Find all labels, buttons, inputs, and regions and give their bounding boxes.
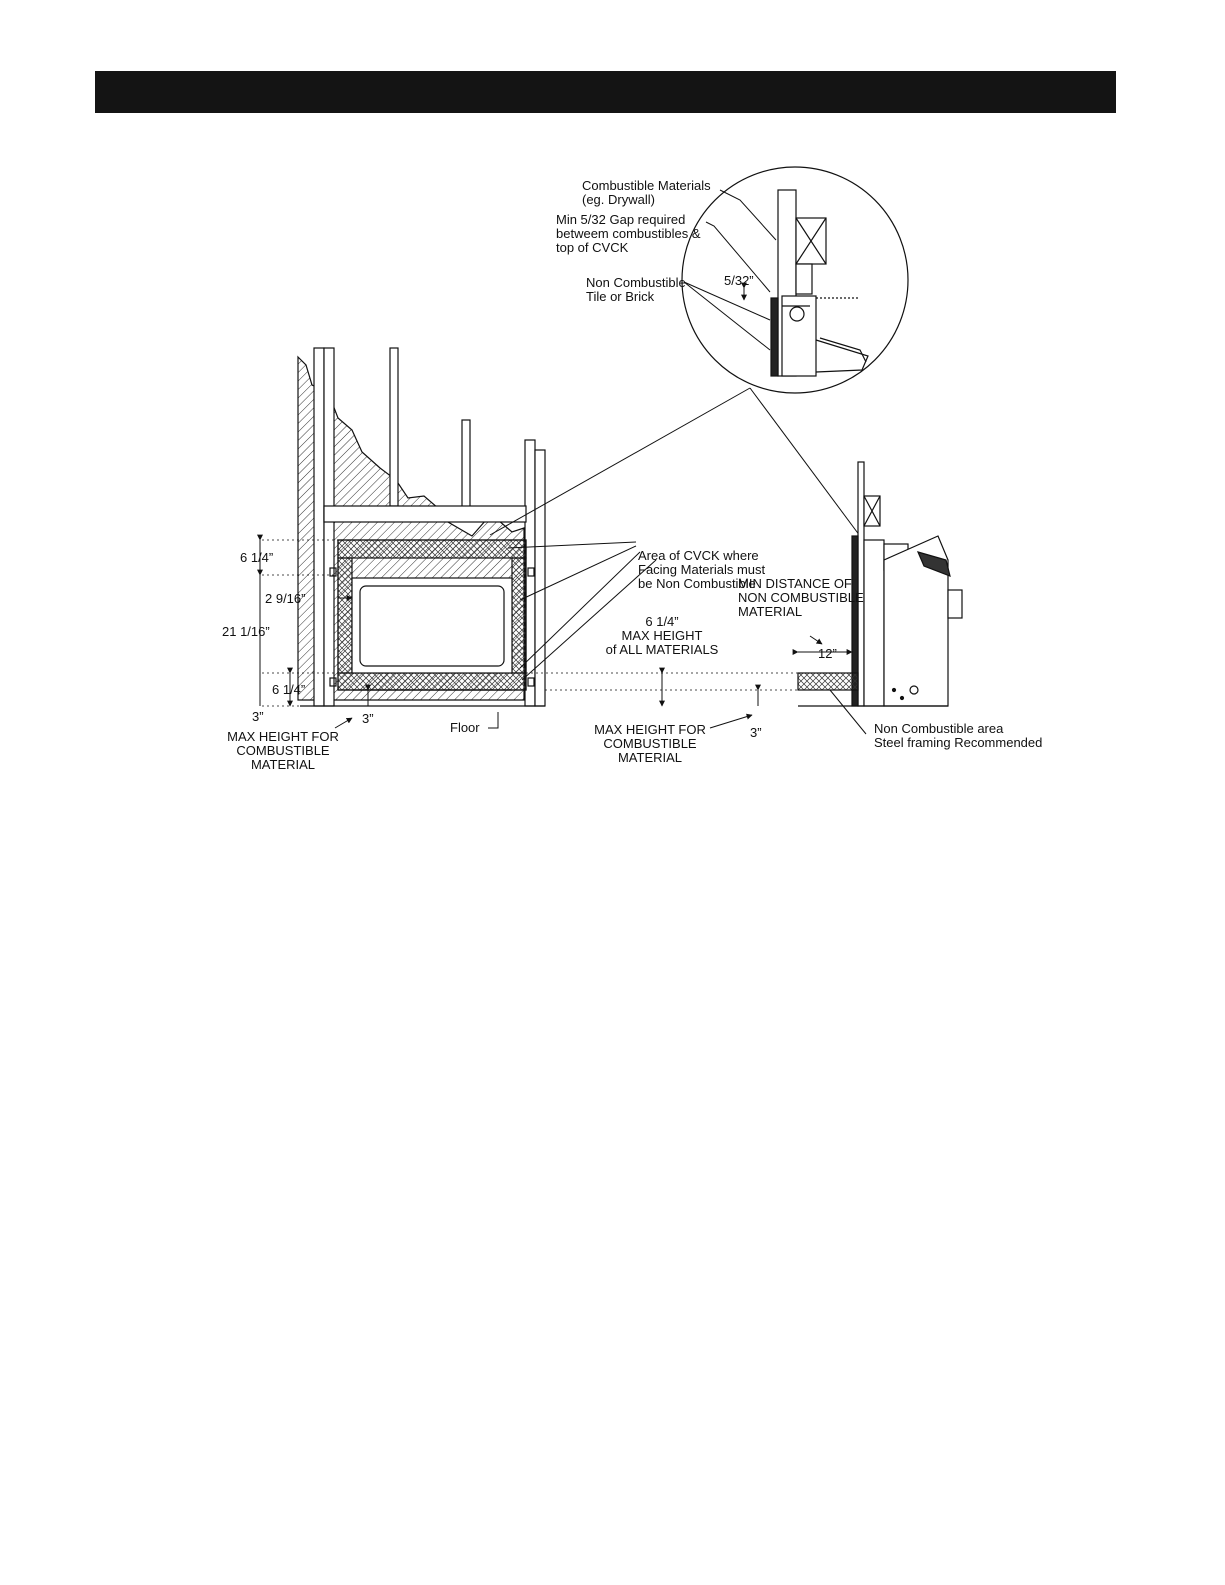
svg-text:MATERIAL: MATERIAL xyxy=(251,757,315,772)
svg-text:MAX HEIGHT FOR: MAX HEIGHT FOR xyxy=(227,729,339,744)
svg-text:Min 5/32 Gap required: Min 5/32 Gap required xyxy=(556,212,685,227)
svg-text:3”: 3” xyxy=(362,711,374,726)
svg-text:(eg. Drywall): (eg. Drywall) xyxy=(582,192,655,207)
svg-text:3”: 3” xyxy=(252,709,264,724)
svg-text:Non Combustible area: Non Combustible area xyxy=(874,721,1004,736)
svg-text:Combustible Materials: Combustible Materials xyxy=(582,178,711,193)
svg-text:Area of CVCK where: Area of CVCK where xyxy=(638,548,759,563)
svg-text:COMBUSTIBLE: COMBUSTIBLE xyxy=(603,736,697,751)
surround-right xyxy=(511,557,527,674)
svg-text:Floor: Floor xyxy=(450,720,480,735)
front-labels: Area of CVCK where Facing Materials must… xyxy=(222,548,766,772)
svg-text:MATERIAL: MATERIAL xyxy=(618,750,682,765)
svg-text:6 1/4”: 6 1/4” xyxy=(645,614,678,629)
side-labels: MIN DISTANCE OF NON COMBUSTIBLE MATERIAL… xyxy=(738,576,1042,750)
surround-bottom xyxy=(337,672,527,691)
stud-mid xyxy=(389,347,399,507)
svg-text:12”: 12” xyxy=(818,646,837,661)
firebox-glass xyxy=(359,585,505,667)
detail-labels: Combustible Materials (eg. Drywall) Min … xyxy=(556,178,754,304)
svg-text:6 1/4”: 6 1/4” xyxy=(272,682,305,697)
surround-left xyxy=(337,557,353,674)
header-beam xyxy=(323,505,527,523)
side-view xyxy=(797,461,963,707)
svg-text:3”: 3” xyxy=(750,725,762,740)
svg-text:MIN DISTANCE OF: MIN DISTANCE OF xyxy=(738,576,852,591)
surround-top xyxy=(337,539,527,559)
firebox-frame xyxy=(351,577,513,674)
svg-text:MAX HEIGHT: MAX HEIGHT xyxy=(622,628,703,643)
svg-text:21 1/16”: 21 1/16” xyxy=(222,624,270,639)
svg-text:COMBUSTIBLE: COMBUSTIBLE xyxy=(236,743,330,758)
svg-text:NON COMBUSTIBLE: NON COMBUSTIBLE xyxy=(738,590,864,605)
svg-text:Tile or Brick: Tile or Brick xyxy=(586,289,655,304)
front-view xyxy=(297,347,546,707)
detail-circle xyxy=(681,166,909,394)
svg-text:betweem combustibles &: betweem combustibles & xyxy=(556,226,701,241)
header-bar xyxy=(95,71,1116,113)
svg-text:top of CVCK: top of CVCK xyxy=(556,240,629,255)
svg-text:Steel framing Recommended: Steel framing Recommended xyxy=(874,735,1042,750)
svg-text:MATERIAL: MATERIAL xyxy=(738,604,802,619)
svg-text:6 1/4”: 6 1/4” xyxy=(240,550,273,565)
svg-text:2 9/16”: 2 9/16” xyxy=(265,591,305,606)
svg-text:5/32”: 5/32” xyxy=(724,273,754,288)
svg-text:MAX HEIGHT FOR: MAX HEIGHT FOR xyxy=(594,722,706,737)
svg-text:Facing Materials must: Facing Materials must xyxy=(638,562,766,577)
svg-text:be Non Combustible: be Non Combustible xyxy=(638,576,756,591)
svg-text:Non Combustible: Non Combustible xyxy=(586,275,686,290)
stud-left-2 xyxy=(323,347,335,707)
stud-left xyxy=(313,347,325,707)
svg-text:of ALL MATERIALS: of ALL MATERIALS xyxy=(606,642,719,657)
stud-mid2 xyxy=(461,419,471,509)
